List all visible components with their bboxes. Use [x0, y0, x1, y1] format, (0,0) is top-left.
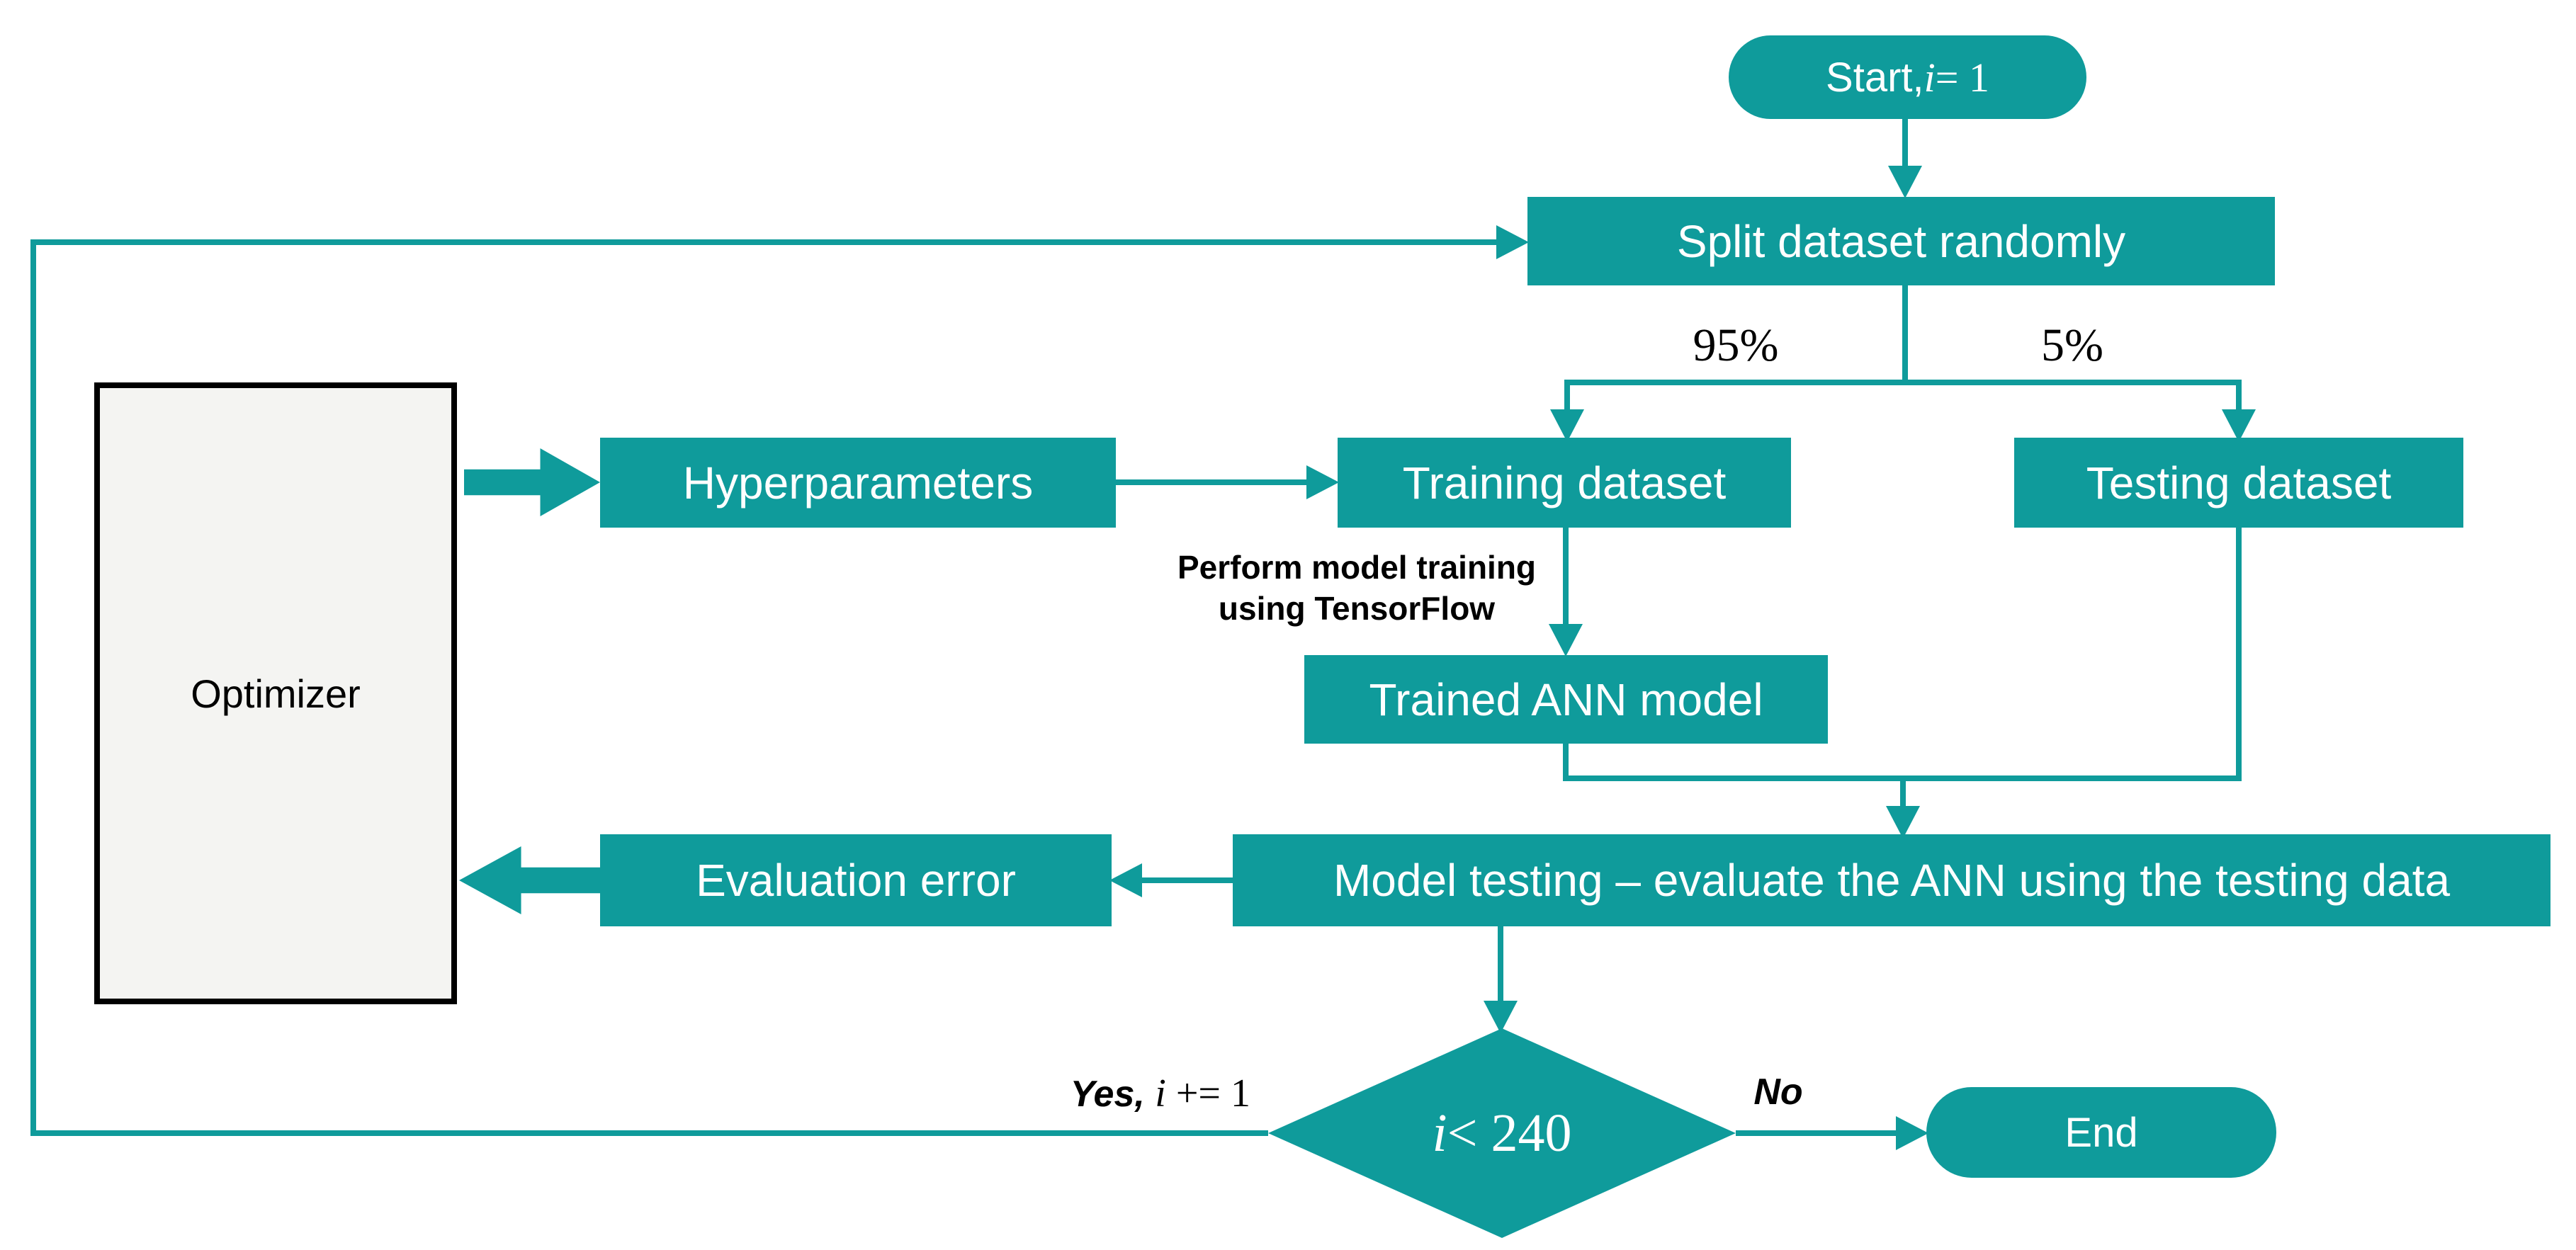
- connector-modeltesting-decision: [1498, 926, 1503, 1002]
- arrowhead-testing-icon: [2222, 409, 2256, 442]
- hyperparameters-label: Hyperparameters: [682, 457, 1034, 508]
- testing-label: Testing dataset: [2086, 457, 2392, 508]
- start-label: Start,: [1826, 54, 1924, 101]
- connector-feedback-top: [30, 239, 1498, 245]
- block-arrow-evaluation-to-optimizer-icon: [459, 846, 600, 914]
- split-label: Split dataset randomly: [1676, 215, 2126, 267]
- arrowhead-start-split-icon: [1888, 166, 1922, 198]
- node-evaluation-error: Evaluation error: [600, 834, 1112, 926]
- connector-trained-down: [1563, 744, 1569, 781]
- node-testing-dataset: Testing dataset: [2014, 438, 2463, 528]
- edge-label-95pct: 95%: [1693, 319, 1779, 371]
- connector-testing-down: [2236, 528, 2242, 781]
- arrowhead-model-testing-icon: [1886, 806, 1920, 839]
- connector-branch-right: [2236, 380, 2242, 411]
- training-label: Training dataset: [1402, 457, 1727, 508]
- node-model-testing: Model testing – evaluate the ANN using t…: [1233, 834, 2550, 926]
- connector-branch-left: [1564, 380, 1570, 411]
- decision-var-i: i: [1432, 1103, 1447, 1163]
- connector-no-end: [1736, 1130, 1900, 1136]
- connector-start-split: [1902, 119, 1908, 167]
- node-optimizer: Optimizer: [94, 382, 457, 1004]
- connector-training-trained: [1563, 528, 1569, 625]
- yes-increment: += 1: [1165, 1072, 1250, 1115]
- block-arrow-optimizer-to-hyperparameters-icon: [464, 448, 600, 516]
- connector-branch-horizontal: [1564, 380, 2242, 385]
- arrowhead-feedback-split-icon: [1496, 225, 1529, 259]
- training-note-line1: Perform model training: [1177, 549, 1537, 586]
- start-var-i: i: [1923, 54, 1936, 101]
- node-start: Start, i = 1: [1729, 35, 2086, 119]
- edge-label-yes: Yes, i += 1: [1006, 1071, 1250, 1116]
- optimizer-label: Optimizer: [191, 671, 361, 716]
- yes-text: Yes,: [1070, 1074, 1156, 1115]
- node-split-dataset: Split dataset randomly: [1527, 197, 2275, 285]
- edge-label-5pct: 5%: [2041, 319, 2103, 371]
- end-label: End: [2064, 1109, 2138, 1156]
- training-note-line2: using TensorFlow: [1218, 590, 1496, 627]
- connector-yes-horizontal: [33, 1130, 1268, 1136]
- decision-condition: < 240: [1447, 1103, 1572, 1163]
- connector-join-drop: [1900, 775, 1906, 807]
- node-end: End: [1926, 1087, 2276, 1178]
- start-value: = 1: [1935, 54, 1989, 101]
- node-hyperparameters: Hyperparameters: [600, 438, 1116, 528]
- model-testing-label: Model testing – evaluate the ANN using t…: [1333, 855, 2451, 906]
- node-decision-i-lt-240: i < 240: [1268, 1028, 1736, 1238]
- yes-var-i: i: [1155, 1072, 1166, 1115]
- node-training-dataset: Training dataset: [1338, 438, 1791, 528]
- evaluation-error-label: Evaluation error: [696, 855, 1016, 906]
- connector-modeltesting-evaluation: [1139, 877, 1233, 883]
- connector-hyper-training: [1116, 479, 1309, 485]
- arrowhead-decision-icon: [1484, 1001, 1518, 1033]
- node-trained-ann-model: Trained ANN model: [1304, 655, 1828, 744]
- arrowhead-training-icon: [1550, 409, 1584, 442]
- arrowhead-end-icon: [1896, 1116, 1928, 1150]
- edge-label-no: No: [1753, 1072, 1803, 1113]
- arrowhead-evaluation-error-icon: [1109, 863, 1142, 897]
- trained-ann-label: Trained ANN model: [1369, 674, 1763, 725]
- training-note: Perform model training using TensorFlow: [1091, 547, 1622, 629]
- arrowhead-hyper-training-icon: [1306, 465, 1339, 499]
- connector-feedback-vertical: [30, 242, 36, 1136]
- connector-split-down: [1902, 285, 1908, 385]
- arrowhead-trained-ann-icon: [1549, 624, 1583, 657]
